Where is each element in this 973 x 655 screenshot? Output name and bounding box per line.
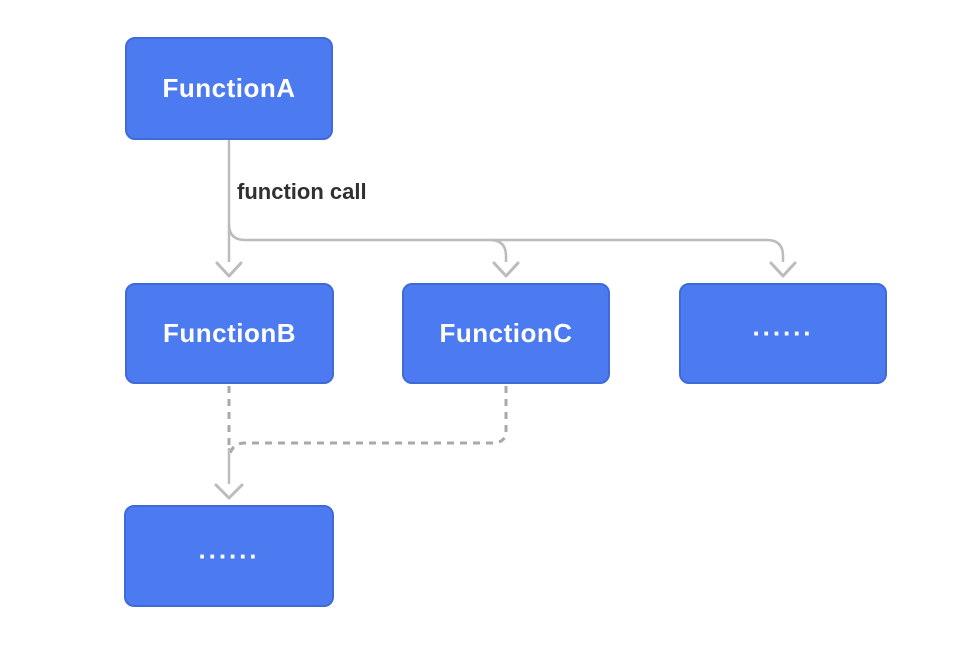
edge-label-function-call: function call: [237, 179, 367, 204]
edge-c-dashed-line: [228, 386, 508, 457]
node-function-b: FunctionB: [125, 283, 334, 384]
edge-a-branch-line: [227, 223, 785, 262]
edge-merge-to-bottom-arrowhead-icon: [214, 483, 244, 500]
edge-a-to-c-line: [489, 238, 508, 262]
node-more-callees: ······: [679, 283, 887, 384]
edge-a-to-c-arrowhead-icon: [492, 261, 520, 278]
node-function-b-label: FunctionB: [162, 318, 297, 348]
node-function-c-label: FunctionC: [439, 318, 573, 348]
node-more-nested-calls-label: ······: [198, 540, 260, 571]
node-function-a-label: FunctionA: [162, 73, 296, 103]
node-more-callees-label: ······: [752, 318, 814, 348]
node-function-c: FunctionC: [402, 283, 610, 384]
node-more-nested-calls: ······: [124, 505, 334, 607]
node-function-a: FunctionA: [125, 37, 333, 140]
edge-a-to-b-arrowhead-icon: [215, 261, 243, 278]
edge-a-to-more-arrowhead-icon: [769, 261, 797, 278]
